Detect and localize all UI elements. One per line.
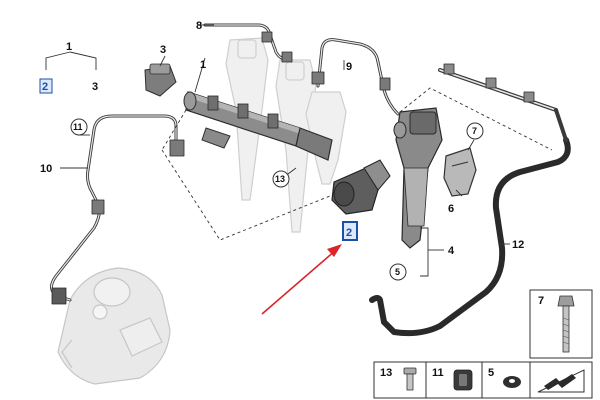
red-arrow bbox=[261, 244, 342, 315]
legend-tree-child-2: 2 bbox=[42, 81, 48, 93]
highlight-callout: 2 bbox=[342, 221, 358, 241]
side-box-label: 7 bbox=[538, 295, 544, 307]
injector bbox=[393, 107, 443, 249]
legend-tree-root: 1 bbox=[66, 41, 72, 53]
callouts: 1 3 8 9 10 4 6 12 11 13 7 5 bbox=[40, 20, 524, 281]
callout-6: 6 bbox=[448, 203, 454, 215]
bracket bbox=[443, 147, 477, 197]
callout-3: 3 bbox=[160, 44, 166, 56]
catalog-symbol-icon bbox=[537, 369, 585, 393]
highlight-label: 2 bbox=[346, 227, 352, 239]
hardware-11-label: 11 bbox=[432, 367, 444, 379]
callout-8: 8 bbox=[196, 20, 202, 32]
callout-13: 13 bbox=[275, 174, 285, 184]
hardware-5-label: 5 bbox=[488, 367, 494, 379]
callout-9: 9 bbox=[346, 61, 352, 73]
legend-tree: 1 2 3 bbox=[39, 41, 98, 94]
callout-10: 10 bbox=[40, 163, 52, 175]
callout-4: 4 bbox=[448, 245, 455, 257]
pressure-sensor bbox=[144, 63, 177, 97]
bolt-icon bbox=[403, 367, 417, 391]
fuel-rail bbox=[183, 91, 333, 161]
callout-12: 12 bbox=[512, 239, 524, 251]
legend-tree-child-3: 3 bbox=[92, 81, 98, 93]
fuel-pump-ghost bbox=[57, 267, 171, 385]
hardware-13-label: 13 bbox=[380, 367, 392, 379]
dashed-leaders bbox=[161, 87, 553, 241]
callout-5: 5 bbox=[395, 267, 400, 277]
side-box-bolt: 7 bbox=[529, 289, 593, 359]
callout-11: 11 bbox=[73, 122, 83, 132]
fuel-lines bbox=[50, 23, 571, 337]
grommet-icon bbox=[453, 369, 473, 391]
callout-7: 7 bbox=[472, 126, 477, 136]
pressure-control-valve bbox=[331, 159, 391, 215]
callout-1: 1 bbox=[200, 59, 206, 71]
hardware-strip: 13 11 5 bbox=[373, 361, 593, 399]
washer-icon bbox=[503, 376, 521, 388]
